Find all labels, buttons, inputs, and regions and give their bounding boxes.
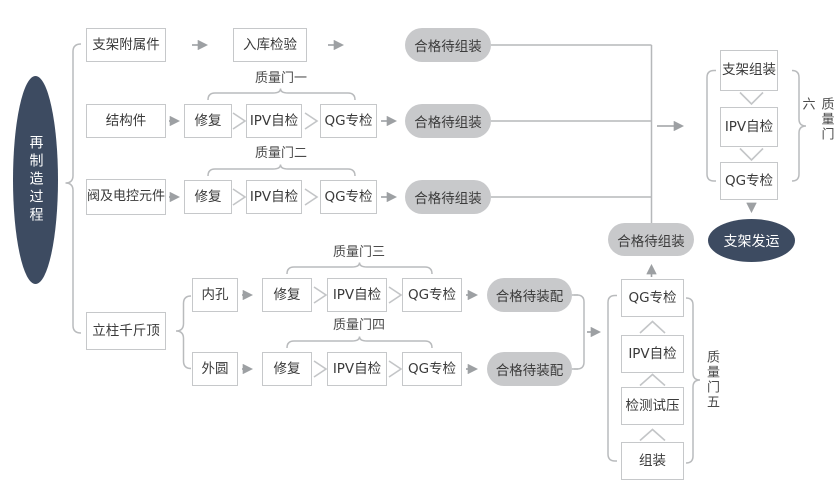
- node-ipv-self-check-inner: IPV自检: [327, 278, 387, 312]
- node-qg-special-check-structural: QG专检: [320, 104, 377, 138]
- label-quality-gate-2: 质量门二: [254, 146, 307, 161]
- quality-gate-3-overbrace: [286, 262, 433, 275]
- label-quality-gate-6: 质量门六: [799, 97, 834, 142]
- node-bracket-accessories: 支架附属件: [86, 28, 166, 62]
- node-repair-structural: 修复: [184, 104, 232, 138]
- chevron-right: [232, 188, 247, 206]
- quality-gate-2-overbrace: [207, 164, 356, 177]
- chevron-right: [304, 188, 319, 206]
- chevron-right: [388, 286, 403, 304]
- main-left-brace: [65, 43, 82, 334]
- jack-assembly-left-bracket: [607, 294, 617, 462]
- node-remanufacturing-process: 再制造过程: [13, 76, 58, 284]
- pill-qualified-await-fitting-2: 合格待装配: [487, 352, 572, 386]
- node-outer-circle: 外圆: [192, 352, 238, 386]
- fitting-collect-bracket: [574, 294, 585, 370]
- node-column-jack: 立柱千斤顶: [86, 312, 166, 350]
- chevron-right: [388, 360, 403, 378]
- node-qg-special-check-jack: QG专检: [621, 279, 684, 317]
- node-structural-parts: 结构件: [86, 104, 166, 138]
- quality-gate-1-overbrace: [207, 88, 356, 101]
- pill-qualified-await-assembly-4: 合格待组装: [608, 223, 694, 256]
- node-valve-electric-parts: 阀及电控元件: [86, 179, 166, 215]
- node-test-pressure: 检测试压: [621, 387, 684, 425]
- pill-qualified-await-assembly-3: 合格待组装: [405, 180, 491, 214]
- node-repair-outer: 修复: [262, 352, 312, 386]
- node-qg-special-check-inner: QG专检: [402, 278, 462, 312]
- label-quality-gate-5: 质量门五: [704, 350, 719, 410]
- chevron-right: [313, 360, 328, 378]
- chevron-down: [739, 91, 764, 106]
- node-bracket-dispatch: 支架发运: [708, 219, 795, 262]
- chevron-up: [639, 428, 666, 442]
- chevron-up: [639, 373, 666, 387]
- chevron-right: [304, 112, 319, 130]
- chevron-right: [232, 112, 247, 130]
- quality-gate-4-overbrace: [286, 336, 433, 349]
- label-quality-gate-1: 质量门一: [254, 71, 307, 86]
- pill-qualified-await-assembly-1: 合格待组装: [405, 28, 491, 62]
- node-ipv-self-check-outer: IPV自检: [327, 352, 387, 386]
- node-inner-bore: 内孔: [192, 278, 238, 312]
- node-ipv-self-check-bracket: IPV自检: [720, 107, 778, 147]
- node-bracket-assembly: 支架组装: [720, 50, 778, 91]
- node-ipv-self-check-jack: IPV自检: [621, 335, 684, 373]
- quality-gate-5-brace: [685, 297, 701, 464]
- label-quality-gate-4: 质量门四: [332, 318, 385, 333]
- pill-qualified-await-assembly-2: 合格待组装: [405, 104, 491, 138]
- node-qg-special-check-outer: QG专检: [402, 352, 462, 386]
- node-assemble: 组装: [621, 442, 684, 480]
- jack-branch-brace: [175, 295, 192, 370]
- bracket-assembly-left-bracket: [706, 69, 716, 182]
- chevron-up: [639, 320, 666, 334]
- node-ipv-self-check-valve: IPV自检: [246, 180, 302, 214]
- chevron-down: [739, 147, 764, 162]
- pill-qualified-await-fitting-1: 合格待装配: [487, 278, 572, 312]
- label-quality-gate-3: 质量门三: [332, 245, 385, 260]
- chevron-right: [313, 286, 328, 304]
- node-repair-inner: 修复: [262, 278, 312, 312]
- node-qg-special-check-bracket: QG专检: [720, 162, 778, 200]
- quality-gate-6-brace: [791, 69, 807, 182]
- node-ipv-self-check-structural: IPV自检: [246, 104, 302, 138]
- node-qg-special-check-valve: QG专检: [320, 180, 377, 214]
- node-repair-valve: 修复: [184, 180, 232, 214]
- node-warehouse-inspection: 入库检验: [233, 28, 307, 62]
